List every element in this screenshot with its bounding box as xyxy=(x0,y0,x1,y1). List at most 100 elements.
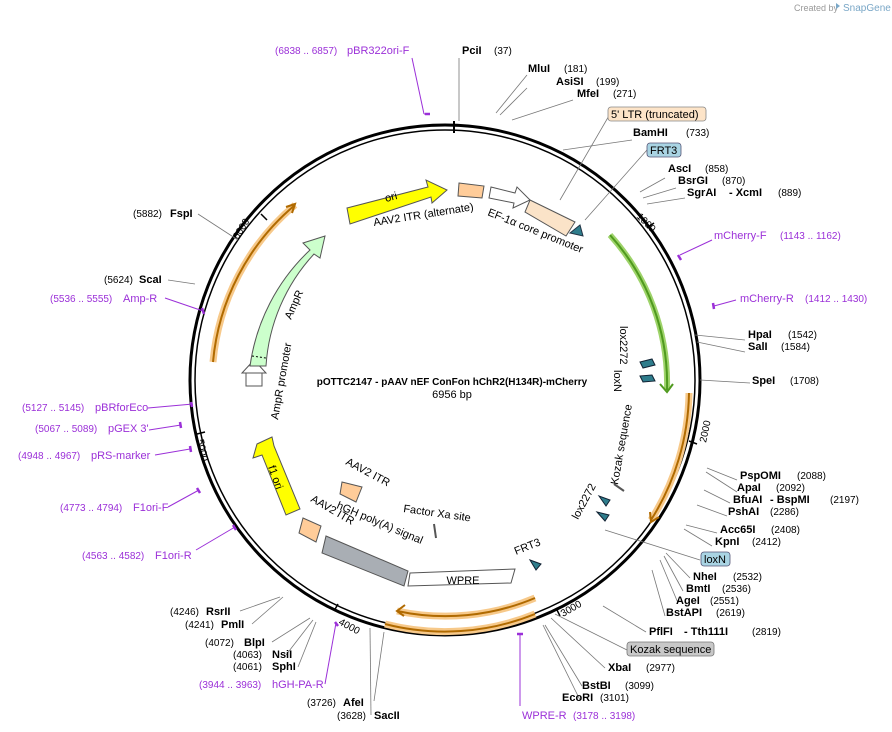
enzyme-bsrgi: BsrGI xyxy=(678,175,708,187)
enzyme-bstapi: BstAPI xyxy=(666,607,702,619)
enzyme-mfei: MfeI xyxy=(577,88,599,100)
primer-mcherry-r: mCherry-R xyxy=(740,293,794,305)
svg-text:(3099): (3099) xyxy=(625,681,654,692)
svg-text:(37): (37) xyxy=(494,46,512,57)
factor-xa-label: Factor Xa site xyxy=(403,503,472,524)
plasmid-length: 6956 bp xyxy=(432,389,472,401)
loxn-label: loxN xyxy=(611,370,623,392)
svg-text:(4246): (4246) xyxy=(170,607,199,618)
hgh-polya-feature xyxy=(321,535,409,587)
svg-text:(5882): (5882) xyxy=(133,209,162,220)
mcherry-feature xyxy=(607,232,671,391)
svg-text:(1143 .. 1162): (1143 .. 1162) xyxy=(780,231,841,242)
enzyme-labels: PciI (37) MluI (181) AsiSI (199) MfeI (2… xyxy=(104,45,859,722)
enzyme-tth111i: - Tth111I xyxy=(684,626,728,638)
svg-text:(2092): (2092) xyxy=(776,483,805,494)
svg-text:(1542): (1542) xyxy=(788,330,817,341)
wpre-feature xyxy=(407,568,516,587)
svg-text:(858): (858) xyxy=(705,164,728,175)
enzyme-scai: ScaI xyxy=(139,274,162,286)
loxn-marker-a xyxy=(639,374,656,383)
ef1a-promoter-feature xyxy=(524,199,576,237)
kozak-marker xyxy=(613,483,625,492)
primer-pbrforeco: pBRforEco xyxy=(95,402,148,414)
frt3-label-bottom: FRT3 xyxy=(513,536,543,557)
primer-wpre-r: WPRE-R xyxy=(522,710,567,722)
lox2272-marker-a xyxy=(639,358,656,369)
primer-hgh-pa-r: hGH-PA-R xyxy=(272,679,324,691)
enzyme-afei: AfeI xyxy=(343,697,364,709)
primer-pgex3: pGEX 3' xyxy=(108,423,149,435)
svg-text:(870): (870) xyxy=(722,176,745,187)
svg-text:(3628): (3628) xyxy=(337,711,366,722)
svg-text:(2619): (2619) xyxy=(716,608,745,619)
aav2-itr-box-a xyxy=(339,481,363,503)
enzyme-kpni: KpnI xyxy=(715,536,739,548)
svg-text:(4241): (4241) xyxy=(185,620,214,631)
primer-mcherry-f: mCherry-F xyxy=(714,230,767,242)
svg-text:(889): (889) xyxy=(778,188,801,199)
lox2272-label-a: lox2272 xyxy=(617,326,629,365)
svg-text:(2408): (2408) xyxy=(771,525,800,536)
kozak-label: Kozak sequence xyxy=(609,403,635,485)
svg-text:(1708): (1708) xyxy=(790,376,819,387)
primer-labels: (6838 .. 6857) pBR322ori-F mCherry-F (11… xyxy=(18,45,867,722)
enzyme-pflfi: PflFI xyxy=(649,626,673,638)
svg-text:(2532): (2532) xyxy=(733,572,762,583)
enzyme-xbai: XbaI xyxy=(608,662,631,674)
leader-lines xyxy=(167,58,751,716)
svg-text:(2977): (2977) xyxy=(646,663,675,674)
svg-text:(4563 .. 4582): (4563 .. 4582) xyxy=(82,551,144,562)
enzyme-sphi: SphI xyxy=(272,661,296,673)
enzyme-ecori: EcoRI xyxy=(562,692,593,704)
svg-text:(2197): (2197) xyxy=(830,495,859,506)
enzyme-bamhi: BamHI xyxy=(633,127,668,139)
primer-marks xyxy=(178,112,716,636)
svg-text:(5067 .. 5089): (5067 .. 5089) xyxy=(35,424,97,435)
orange-arc-bottom-a xyxy=(396,594,537,620)
svg-text:(4773 .. 4794): (4773 .. 4794) xyxy=(60,503,122,514)
enzyme-asci: AscI xyxy=(668,163,691,175)
enzyme-bfuai: BfuAI xyxy=(733,494,762,506)
svg-text:(4072): (4072) xyxy=(205,638,234,649)
svg-text:(1584): (1584) xyxy=(781,342,810,353)
box-kozak: Kozak sequence xyxy=(630,644,711,656)
primer-prs-marker: pRS-marker xyxy=(91,450,151,462)
box-loxn: loxN xyxy=(704,554,726,566)
frt3-marker-bottom xyxy=(528,559,542,571)
primer-f1ori-r: F1ori-R xyxy=(155,550,192,562)
svg-text:(2551): (2551) xyxy=(710,596,739,607)
aav2-itr-alt-feature xyxy=(457,182,485,199)
svg-text:(5536 .. 5555): (5536 .. 5555) xyxy=(50,294,112,305)
primer-pbr322ori-f: pBR322ori-F xyxy=(347,45,410,57)
svg-text:(181): (181) xyxy=(564,64,587,75)
svg-text:(5624): (5624) xyxy=(104,275,133,286)
enzyme-nsii: NsiI xyxy=(272,649,292,661)
wpre-label: WPRE xyxy=(447,575,480,587)
svg-text:(3726): (3726) xyxy=(307,698,336,709)
enzyme-asisi: AsiSI xyxy=(556,76,584,88)
box-5ltr: 5' LTR (truncated) xyxy=(611,109,698,121)
svg-text:(2536): (2536) xyxy=(722,584,751,595)
enzyme-sgrai: SgrAI xyxy=(687,187,716,199)
svg-text:(3101): (3101) xyxy=(600,693,629,704)
credit-brand: SnapGene xyxy=(843,3,891,14)
enzyme-nhei: NheI xyxy=(693,571,717,583)
svg-text:(2412): (2412) xyxy=(752,537,781,548)
tick-3000: 3000 xyxy=(559,599,584,620)
snapgene-logo-icon xyxy=(836,3,840,9)
scale-ticks xyxy=(196,213,698,617)
white-arrow-feature xyxy=(488,186,531,209)
lox2272-label-b: lox2272 xyxy=(570,482,599,522)
enzyme-agei: AgeI xyxy=(676,595,700,607)
primer-f1ori-f: F1ori-F xyxy=(133,502,169,514)
enzyme-hpai: HpaI xyxy=(748,329,772,341)
svg-text:(3178 .. 3198): (3178 .. 3198) xyxy=(573,711,635,722)
box-frt3: FRT3 xyxy=(650,145,677,157)
svg-text:(2088): (2088) xyxy=(797,471,826,482)
ori-feature xyxy=(346,179,448,225)
enzyme-pmli: PmlI xyxy=(221,619,244,631)
svg-text:(199): (199) xyxy=(596,77,619,88)
svg-text:(733): (733) xyxy=(686,128,709,139)
loxn-marker-b xyxy=(595,511,610,522)
